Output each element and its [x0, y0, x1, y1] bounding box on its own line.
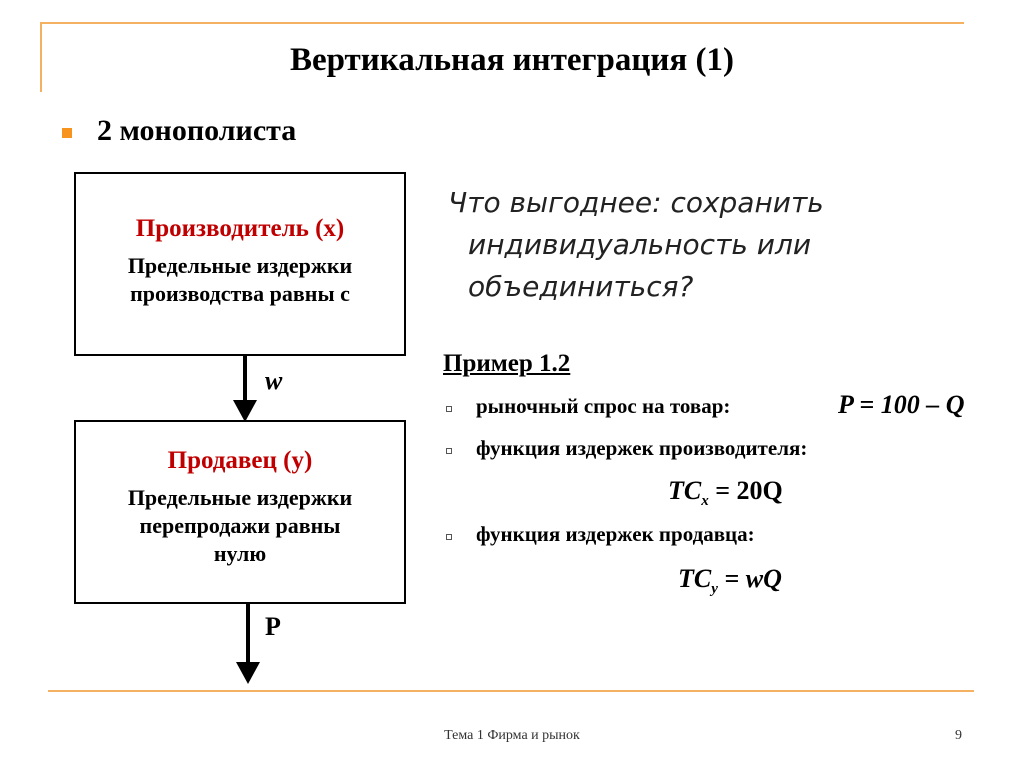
- sub-bullet-1: [446, 406, 452, 412]
- producer-box: Производитель (x) Предельные издержки пр…: [74, 172, 406, 356]
- question-line2: индивидуальность или: [468, 228, 812, 261]
- seller-cost-text: функция издержек продавца:: [476, 522, 755, 546]
- demand-formula: P = 100 – Q: [838, 390, 965, 420]
- producer-cost-text: функция издержек производителя:: [476, 436, 808, 460]
- tc-x-sub: x: [701, 493, 709, 510]
- seller-line1: Предельные издержки: [127, 485, 353, 510]
- question-line1: Что выгоднее: сохранить: [448, 186, 824, 219]
- seller-title: Продавец (y): [167, 447, 313, 474]
- arrow-p-label: P: [265, 612, 281, 641]
- producer-title: Производитель (x): [135, 215, 345, 242]
- tc-y-rhs: = wQ: [724, 564, 782, 593]
- footer-text: Тема 1 Фирма и рынок: [444, 728, 580, 743]
- sub-bullet-2: [446, 448, 452, 454]
- tc-y-sub: y: [711, 581, 718, 598]
- example-title: Пример 1.2: [443, 350, 571, 377]
- producer-line2: производства равны с: [130, 281, 350, 306]
- seller-line3: нулю: [213, 541, 267, 566]
- tc-y-main: TC: [678, 564, 712, 593]
- tc-x-main: TC: [668, 476, 702, 505]
- left-rule: [40, 22, 42, 92]
- tc-y-formula: TCy = wQ: [678, 564, 782, 598]
- arrow-w-line: [243, 356, 247, 404]
- arrow-p-line: [246, 604, 250, 666]
- producer-line1: Предельные издержки: [127, 253, 353, 278]
- arrow-w-head: [233, 400, 257, 422]
- tc-x-rhs: = 20Q: [715, 476, 783, 505]
- bullet-marker: [62, 128, 72, 138]
- demand-formula-text: P = 100 – Q: [838, 390, 965, 419]
- demand-text: рыночный спрос на товар:: [476, 394, 731, 418]
- slide-title: Вертикальная интеграция (1): [289, 42, 735, 78]
- tc-x-formula: TCx = 20Q: [668, 476, 783, 510]
- question-text: Что выгоднее: сохранить индивидуальность…: [448, 182, 868, 308]
- arrow-p-head: [236, 662, 260, 684]
- sub-bullet-3: [446, 534, 452, 540]
- main-bullet: 2 монополиста: [97, 114, 297, 147]
- question-line3: объединиться?: [468, 270, 694, 303]
- arrow-w-label: w: [265, 366, 283, 395]
- top-rule: [40, 22, 964, 24]
- seller-line2: перепродажи равны: [139, 513, 341, 538]
- bottom-rule: [48, 690, 974, 692]
- seller-box: Продавец (y) Предельные издержки перепро…: [74, 420, 406, 604]
- page-number: 9: [955, 728, 962, 743]
